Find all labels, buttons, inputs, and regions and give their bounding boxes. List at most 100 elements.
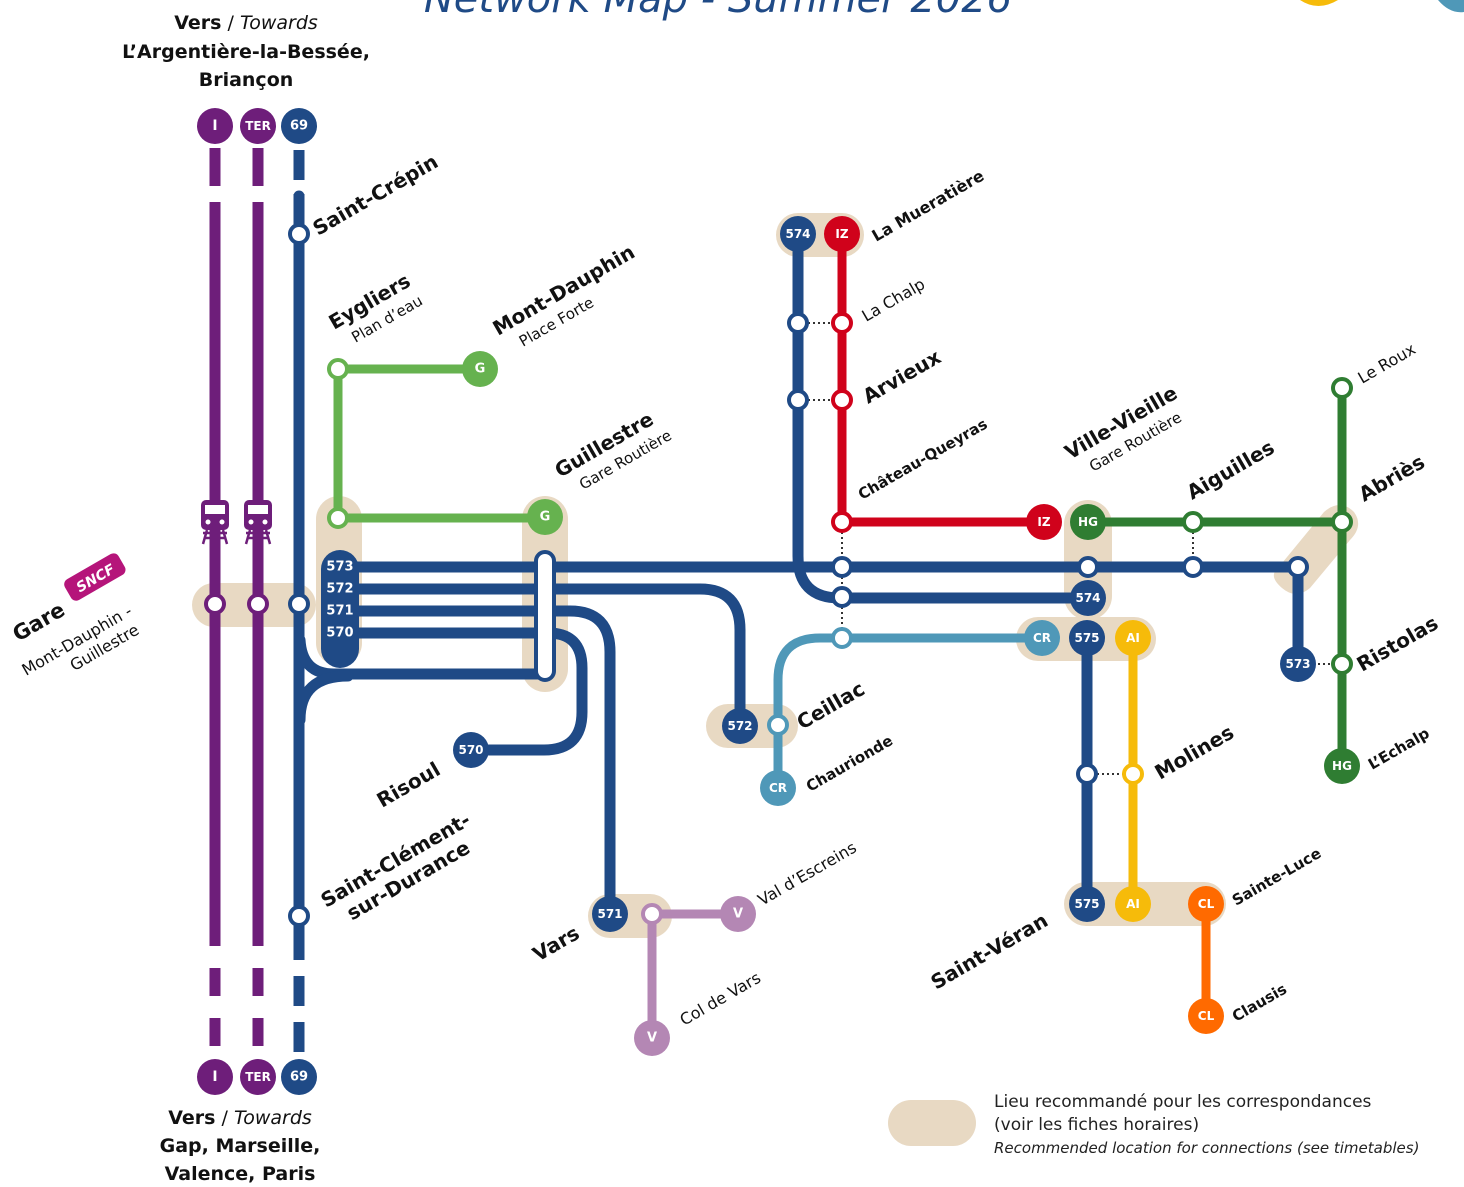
badge-CL-saintluce[interactable]: CL [1188,886,1224,922]
svg-text:570: 570 [458,743,483,757]
svg-text:G: G [475,362,486,377]
label-le-roux: Le Roux [1355,339,1419,387]
stop-molines-ai[interactable] [1122,763,1144,785]
badge-570-risoul[interactable]: 570 [453,732,489,768]
stop-la-chalp-574[interactable] [787,312,809,334]
label-lechalp: L’Echalp [1365,724,1433,774]
stop-chateau-queyras[interactable] [831,511,853,533]
badge-CR-chauriond[interactable]: CR [760,770,796,806]
train-lines [209,148,264,1056]
badge-I-bottom[interactable]: I [197,1059,233,1095]
svg-text:Valence, Paris: Valence, Paris [165,1163,316,1185]
badge-574-mueratiere[interactable]: 574 [780,216,816,252]
badge-69-top[interactable]: 69 [281,108,317,144]
label-ville-vieille: Ville-Vieille Gare Routière [1061,381,1185,476]
badge-TER-bottom[interactable]: TER [240,1059,276,1095]
stop-le-roux[interactable] [1331,377,1353,399]
svg-text:HG: HG [1078,515,1098,529]
svg-text:69: 69 [290,1070,308,1085]
badge-HG-lechalp[interactable]: HG [1324,748,1360,784]
stop-eygliers[interactable] [327,358,349,380]
line-69-curve-b [294,670,354,726]
badge-572-g[interactable]: 572 [326,582,353,597]
badge-TER-top[interactable]: TER [240,108,276,144]
badge-574-villevieille[interactable]: 574 [1070,580,1106,616]
stop-arvieux-iz[interactable] [831,389,853,411]
badge-571-g[interactable]: 571 [326,604,353,619]
badge-G-guillestre[interactable]: G [527,499,563,535]
svg-text:573: 573 [1285,657,1310,671]
svg-text:Gap, Marseille,: Gap, Marseille, [160,1135,321,1157]
legend: Lieu recommandé pour les correspondances… [994,1091,1464,1160]
badge-V-escreins[interactable]: V [720,896,756,932]
badge-G-montdauphin[interactable]: G [462,351,498,387]
badge-69-bottom[interactable]: 69 [281,1059,317,1095]
svg-text:I: I [212,118,217,134]
badge-CR-villevieille[interactable]: CR [1024,620,1060,656]
stop-cq-573[interactable] [831,556,853,578]
svg-text:572: 572 [727,719,752,733]
stop-vars-v[interactable] [641,903,663,925]
stop-gare-TER[interactable] [247,593,269,615]
svg-text:Vers / Towards: Vers / Towards [168,1107,312,1129]
svg-text:Vers / Towards: Vers / Towards [174,12,318,34]
legend-fr-line2: (voir les fiches horaires) [994,1115,1200,1135]
stop-ceillac[interactable] [767,714,789,736]
stop-abries-hg[interactable] [1331,511,1353,533]
stop-saint-crepin[interactable] [288,223,310,245]
svg-text:574: 574 [785,227,810,241]
stop-aiguilles-hg[interactable] [1182,511,1204,533]
train-icon-TER [244,500,272,545]
stop-gare-I[interactable] [204,593,226,615]
badge-IZ-villevieille[interactable]: IZ [1026,504,1062,540]
stop-saint-clement[interactable] [288,905,310,927]
map-title: Network Map - Summer 2026 [424,0,1012,22]
badge-570-g[interactable]: 570 [326,626,353,641]
stop-gare-69[interactable] [288,593,310,615]
badge-573-ristolas[interactable]: 573 [1280,646,1316,682]
label-abries: Abriès [1355,450,1429,507]
label-saint-veran: Saint-Véran [927,908,1052,994]
label-eygliers: Eygliers Plan d’eau [325,269,426,347]
bottom-destination: Vers / Towards Gap, Marseille, Valence, … [160,1107,321,1185]
svg-text:I: I [212,1069,217,1085]
svg-text:IZ: IZ [835,227,848,241]
badge-575-saintveran[interactable]: 575 [1069,886,1105,922]
stop-ristolas[interactable] [1331,653,1353,675]
top-destination: Vers / Towards L’Argentière-la-Bessée, B… [122,12,370,91]
badge-AI-villevieille[interactable]: AI [1115,620,1151,656]
badges: I TER 69 I TER 69 573 572 571 570 G G 57… [197,108,1360,1095]
label-la-chalp: La Chalp [859,274,929,325]
stop-abries-573[interactable] [1287,556,1309,578]
stop-cq-574[interactable] [831,586,853,608]
label-chateau-queyras: Château-Queyras [855,415,991,504]
badge-IZ-mueratiere[interactable]: IZ [824,216,860,252]
badge-571-vars[interactable]: 571 [592,896,628,932]
line-G [333,364,550,523]
badge-575-villevieille[interactable]: 575 [1069,620,1105,656]
stop-molines-575[interactable] [1076,763,1098,785]
badge-CL-clausis[interactable]: CL [1188,998,1224,1034]
stop-aiguilles-573[interactable] [1182,556,1204,578]
train-icon-I [201,500,229,545]
badge-AI-saintveran[interactable]: AI [1115,886,1151,922]
stop-villevieille-573[interactable] [1077,556,1099,578]
label-vars: Vars [529,921,584,967]
stop-cq-cr[interactable] [831,627,853,649]
badge-HG-villevieille[interactable]: HG [1070,504,1106,540]
badge-573-g[interactable]: 573 [326,560,353,575]
svg-text:69: 69 [290,119,308,134]
badge-I-top[interactable]: I [197,108,233,144]
badge-572-ceillac[interactable]: 572 [722,708,758,744]
line-570 [334,627,588,756]
sncf-logo: SNCF [64,553,126,601]
svg-text:CL: CL [1198,897,1215,911]
legend-fr-line1: Lieu recommandé pour les correspondances [994,1092,1372,1112]
label-aiguilles: Aiguilles [1183,435,1279,504]
stop-guillestre-g[interactable] [327,507,349,529]
stop-arvieux-574[interactable] [787,389,809,411]
stop-la-chalp-iz[interactable] [831,312,853,334]
badge-V-coldevars[interactable]: V [634,1020,670,1056]
svg-text:TER: TER [245,1070,271,1084]
